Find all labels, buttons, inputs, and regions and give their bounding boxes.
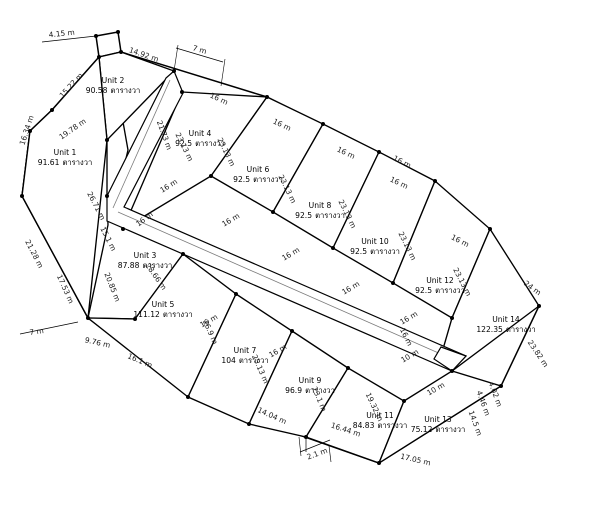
dim-line-7m-top [175, 47, 224, 63]
dim-unit6-s: 16 m [220, 211, 241, 228]
unit-1-label: Unit 1 [54, 148, 77, 157]
dim-line-7m-left [19, 321, 79, 335]
unit-11-label: Unit 11 [366, 411, 394, 420]
unit-2-label: Unit 2 [102, 76, 125, 85]
dim-7m-left: 7 m [29, 326, 44, 337]
dim-4-15: 4.15 m [48, 28, 75, 40]
dim-7m-top: 7 m [192, 43, 208, 56]
unit-9-label: Unit 9 [299, 376, 322, 385]
unit-12-label: Unit 12 [426, 276, 454, 285]
dim-unit8-s: 16 m [280, 245, 301, 262]
dim-line-4-15 [41, 35, 97, 43]
dim-21-28: 21.28 m [23, 238, 45, 269]
unit-14-label: Unit 14 [492, 315, 520, 324]
lot-unit-5[interactable] [86, 253, 237, 399]
dim-14-5: 14.5 m [467, 409, 484, 437]
dimension-lines [19, 35, 332, 463]
unit-6-label: Unit 6 [247, 165, 270, 174]
dim-unit12-s: 16 m [398, 309, 419, 326]
unit-5-label: Unit 5 [152, 300, 175, 309]
vertex-markers [20, 30, 541, 465]
dim-line-2-1 [299, 439, 331, 453]
dim-unit10-s: 16 m [340, 279, 361, 296]
unit-8-label: Unit 8 [309, 201, 332, 210]
unit-13-label: Unit 13 [424, 415, 452, 424]
dim-23-82: 23.82 m [526, 338, 551, 368]
dim-17-05: 17.05 m [400, 452, 432, 468]
unit-3-label: Unit 3 [134, 251, 157, 260]
unit-4-label: Unit 4 [189, 129, 212, 138]
unit-7-label: Unit 7 [234, 346, 257, 355]
dim-9-76: 9.76 m [84, 335, 111, 350]
road-edge-inner [117, 211, 460, 363]
road-centerline [112, 79, 171, 209]
unit-10-label: Unit 10 [361, 237, 389, 246]
